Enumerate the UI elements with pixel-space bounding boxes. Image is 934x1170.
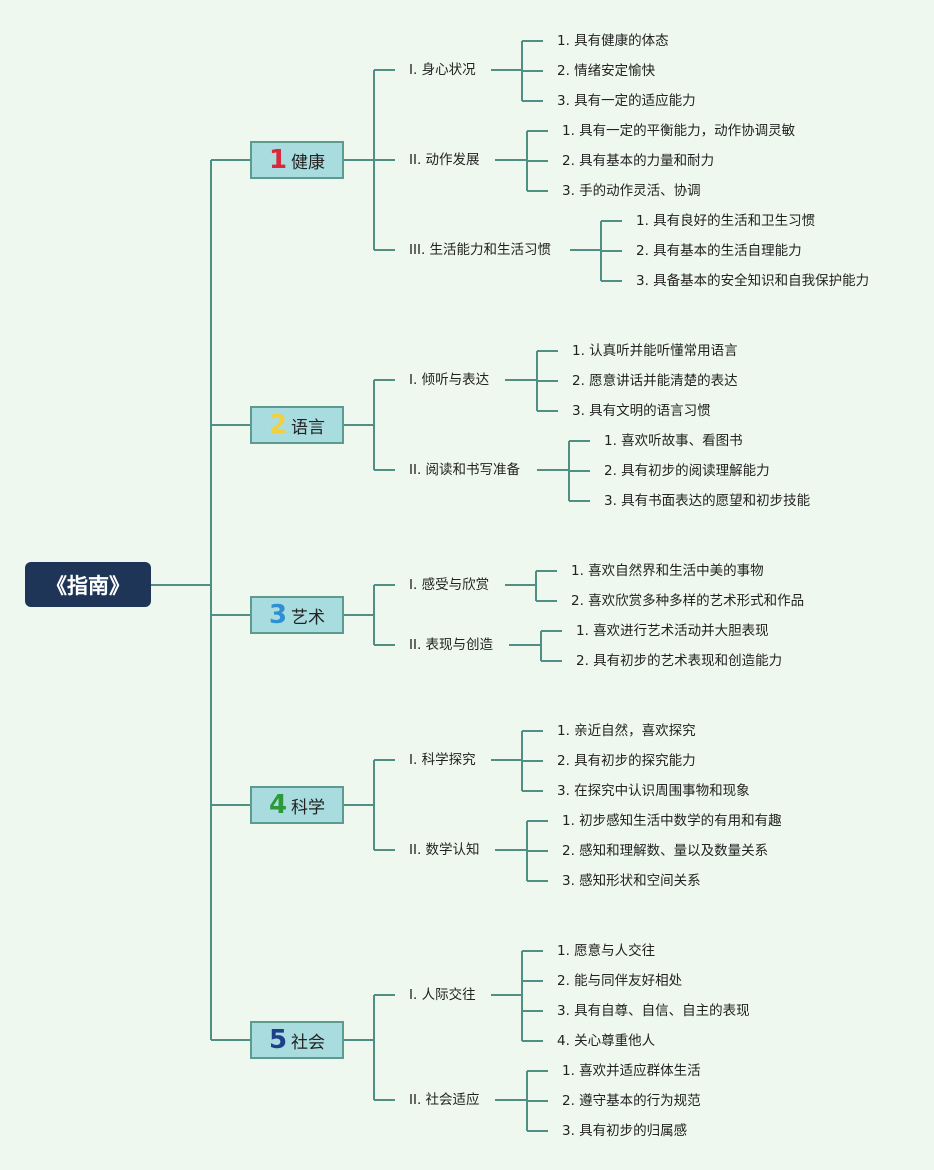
domain-number: 3 bbox=[268, 600, 288, 630]
goal-item: 2. 具有基本的生活自理能力 bbox=[636, 243, 802, 259]
goal-item: 2. 具有初步的探究能力 bbox=[557, 753, 696, 769]
goal-item: 3. 具备基本的安全知识和自我保护能力 bbox=[636, 273, 870, 289]
root-node: 《指南》 bbox=[25, 562, 151, 607]
goal-item: 3. 具有自尊、自信、自主的表现 bbox=[557, 1003, 750, 1019]
goal-item: 2. 情绪安定愉快 bbox=[557, 63, 656, 79]
goal-item: 1. 认真听并能听懂常用语言 bbox=[572, 343, 738, 359]
goal-item: 3. 具有书面表达的愿望和初步技能 bbox=[604, 493, 811, 509]
domain-label: 语言 bbox=[291, 417, 326, 438]
goal-item: 2. 喜欢欣赏多种多样的艺术形式和作品 bbox=[571, 593, 805, 609]
domain-number: 5 bbox=[268, 1025, 288, 1055]
subdomain-label: I. 倾听与表达 bbox=[409, 372, 490, 388]
goal-item: 1. 喜欢进行艺术活动并大胆表现 bbox=[576, 623, 769, 639]
subdomain-label: III. 生活能力和生活习惯 bbox=[409, 242, 552, 258]
subdomain-label: II. 社会适应 bbox=[409, 1092, 480, 1108]
subdomain-label: I. 感受与欣赏 bbox=[409, 577, 490, 593]
goal-item: 2. 具有基本的力量和耐力 bbox=[562, 153, 715, 169]
goal-item: 1. 喜欢听故事、看图书 bbox=[604, 433, 743, 449]
goal-item: 2. 能与同伴友好相处 bbox=[557, 973, 683, 989]
domain-number: 4 bbox=[268, 790, 288, 820]
goal-item: 3. 手的动作灵活、协调 bbox=[562, 183, 701, 199]
goal-item: 1. 具有一定的平衡能力，动作协调灵敏 bbox=[562, 123, 796, 139]
goal-item: 2. 愿意讲话并能清楚的表达 bbox=[572, 373, 738, 389]
goal-item: 3. 在探究中认识周围事物和现象 bbox=[557, 783, 750, 799]
subdomain-label: II. 阅读和书写准备 bbox=[409, 462, 521, 478]
goal-item: 2. 具有初步的阅读理解能力 bbox=[604, 463, 770, 479]
goal-item: 3. 感知形状和空间关系 bbox=[562, 873, 701, 889]
domain-label: 健康 bbox=[291, 152, 326, 173]
domain-label: 社会 bbox=[291, 1032, 326, 1053]
goal-item: 1. 愿意与人交往 bbox=[557, 943, 656, 959]
goal-item: 2. 具有初步的艺术表现和创造能力 bbox=[576, 653, 783, 669]
domain-number: 1 bbox=[268, 145, 288, 175]
goal-item: 1. 具有健康的体态 bbox=[557, 33, 669, 49]
goal-item: 1. 喜欢自然界和生活中美的事物 bbox=[571, 563, 764, 579]
goal-item: 1. 喜欢并适应群体生活 bbox=[562, 1063, 701, 1079]
domain-label: 科学 bbox=[291, 797, 326, 818]
goal-item: 2. 遵守基本的行为规范 bbox=[562, 1093, 701, 1109]
subdomain-label: I. 身心状况 bbox=[409, 62, 476, 78]
subdomain-label: I. 人际交往 bbox=[409, 987, 476, 1003]
goal-item: 2. 感知和理解数、量以及数量关系 bbox=[562, 843, 769, 859]
goal-item: 4. 关心尊重他人 bbox=[557, 1033, 656, 1049]
domain-number: 2 bbox=[268, 410, 288, 440]
subdomain-label: II. 表现与创造 bbox=[409, 637, 494, 653]
goal-item: 1. 具有良好的生活和卫生习惯 bbox=[636, 213, 816, 229]
subdomain-label: II. 动作发展 bbox=[409, 152, 480, 168]
domain-label: 艺术 bbox=[291, 607, 326, 628]
goal-item: 3. 具有文明的语言习惯 bbox=[572, 403, 711, 419]
goal-item: 3. 具有初步的归属感 bbox=[562, 1123, 688, 1139]
goal-item: 1. 初步感知生活中数学的有用和有趣 bbox=[562, 813, 782, 829]
goal-item: 3. 具有一定的适应能力 bbox=[557, 93, 696, 109]
goal-item: 1. 亲近自然，喜欢探究 bbox=[557, 723, 696, 739]
subdomain-label: I. 科学探究 bbox=[409, 752, 476, 768]
subdomain-label: II. 数学认知 bbox=[409, 842, 480, 858]
